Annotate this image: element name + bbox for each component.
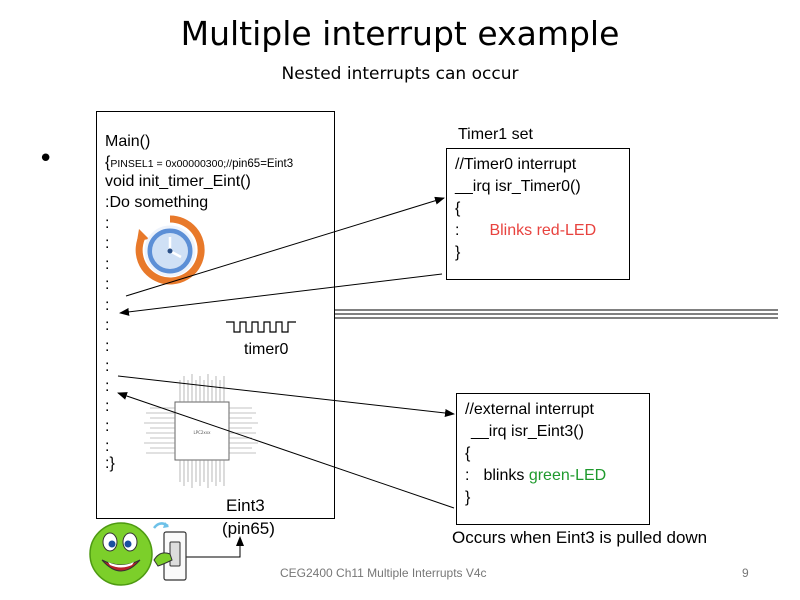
svg-text:LPC2xxx: LPC2xxx <box>193 430 211 435</box>
timer1-set-label: Timer1 set <box>458 126 533 143</box>
arrow-to-timer0-isr <box>125 196 445 297</box>
timer0-label: timer0 <box>244 341 289 358</box>
switch-icon <box>153 522 187 581</box>
arrow-to-eint3-isr <box>117 375 455 417</box>
arrow-return-from-eint3 <box>117 392 455 509</box>
chip-diagram: LPC2xxx <box>144 374 258 488</box>
open-brace: { <box>465 445 471 462</box>
colon-line: : <box>105 256 110 273</box>
timer0-isr-signature: __irq isr_Timer0() <box>455 178 581 195</box>
colon-line: : <box>105 378 110 395</box>
green-led-text: green-LED <box>528 467 607 484</box>
colon-line: : <box>105 398 110 415</box>
red-led-text: Blinks red-LED <box>489 222 597 239</box>
smiley-icon <box>89 522 153 586</box>
square-wave-icon <box>226 321 296 333</box>
colon-line: : <box>105 235 110 252</box>
colon: : <box>455 222 460 239</box>
slide-subtitle: Nested interrupts can occur <box>281 64 519 84</box>
pin65-text: pin65=Eint3 <box>232 158 294 170</box>
colon-line: : <box>105 317 110 334</box>
eint3-label: Eint3 <box>226 496 265 515</box>
close-brace: } <box>455 244 461 261</box>
main-code-box: Main() {PINSEL1 = 0x00000300;//pin65=Ein… <box>96 111 335 519</box>
eint-isr-signature: __irq isr_Eint3() <box>471 423 584 440</box>
close-brace: } <box>465 489 471 506</box>
colon-line: : <box>105 438 110 455</box>
arrow-return-from-timer0 <box>119 273 443 316</box>
closing-line: :} <box>105 455 115 472</box>
do-something-line: :Do something <box>105 194 209 211</box>
blinks-text: blinks <box>483 467 529 484</box>
page-number: 9 <box>742 566 749 580</box>
timer0-isr-box: //Timer0 interrupt __irq isr_Timer0() { … <box>446 148 630 280</box>
eint-comment: //external interrupt <box>465 401 594 418</box>
colon-line: : <box>105 297 110 314</box>
colon-line: : <box>105 358 110 375</box>
init-line: void init_timer_Eint() <box>105 173 251 190</box>
eint3-isr-box: //external interrupt __irq isr_Eint3() {… <box>456 393 650 525</box>
brace: { <box>105 154 111 171</box>
open-brace: { <box>455 200 461 217</box>
footer-text: CEG2400 Ch11 Multiple Interrupts V4c <box>280 566 487 580</box>
main-line: Main() <box>105 133 151 150</box>
timer0-comment: //Timer0 interrupt <box>455 156 577 173</box>
colon-line: : <box>105 276 110 293</box>
colon: : <box>465 467 470 484</box>
pinsel-text: PINSEL1 = 0x00000300;// <box>110 158 233 170</box>
timer0-body-line: : Blinks red-LED <box>455 221 596 241</box>
bullet: • <box>38 144 54 174</box>
colon-line: : <box>105 338 110 355</box>
arrow-switch-to-pin65 <box>176 536 244 558</box>
pin65-label: (pin65) <box>222 519 275 538</box>
colon-line: : <box>105 215 110 232</box>
eint-caption: Occurs when Eint3 is pulled down <box>452 528 708 547</box>
eint-body-line: : blinks green-LED <box>465 466 606 486</box>
slide-title: Multiple interrupt example <box>180 14 620 53</box>
clock-icon <box>135 215 205 285</box>
colon-line: : <box>105 418 110 435</box>
pinsel-line: {PINSEL1 = 0x00000300;//pin65=Eint3 <box>105 154 293 173</box>
